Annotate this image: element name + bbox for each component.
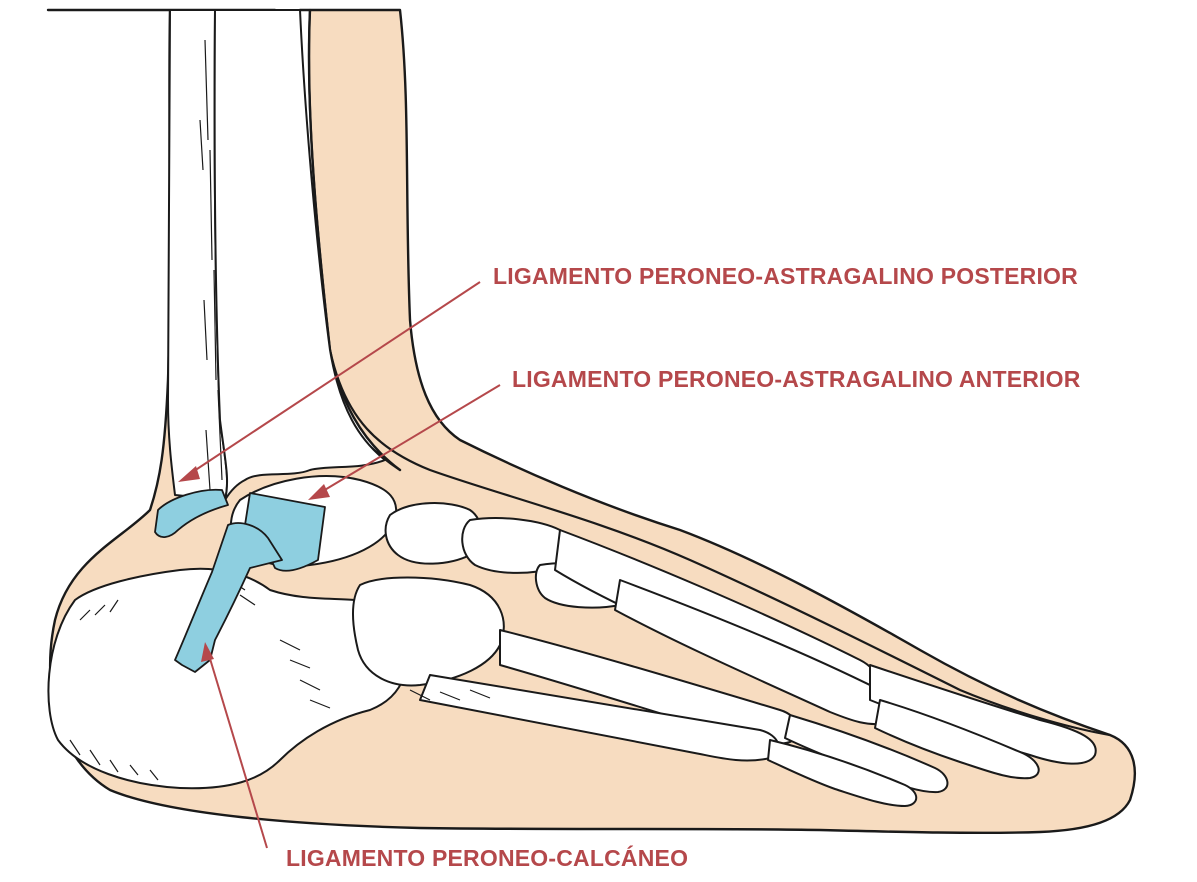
label-posterior-ligament: LIGAMENTO PERONEO-ASTRAGALINO POSTERIOR: [493, 263, 1078, 289]
label-anterior-ligament: LIGAMENTO PERONEO-ASTRAGALINO ANTERIOR: [512, 366, 1081, 392]
label-calcaneo-ligament: LIGAMENTO PERONEO-CALCÁNEO: [286, 844, 688, 871]
